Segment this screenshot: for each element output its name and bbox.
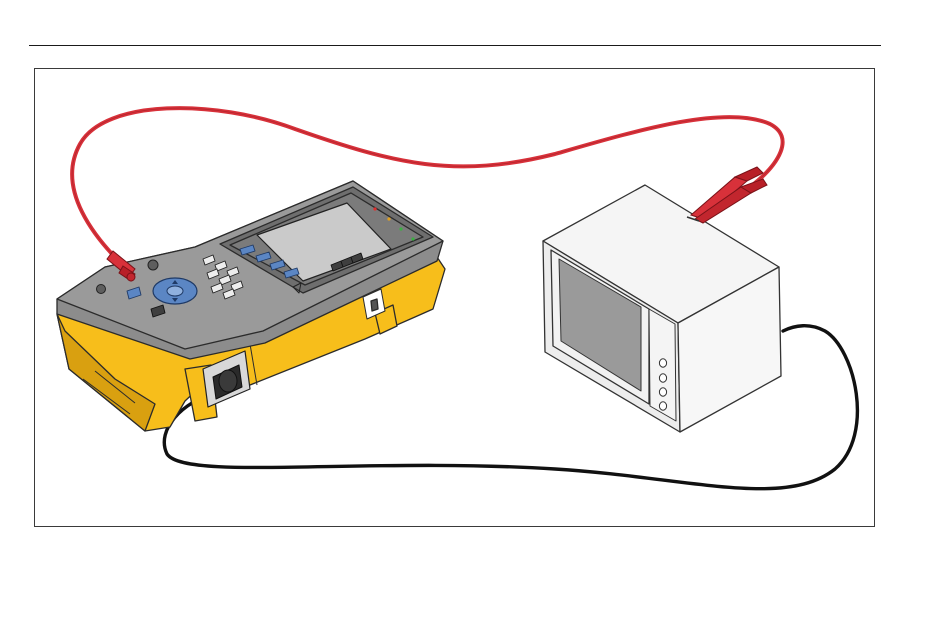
input-jack-icon — [148, 260, 158, 270]
led-amber-icon — [387, 217, 390, 220]
input-jack-icon-2 — [97, 285, 106, 294]
monitor-knob-2 — [659, 374, 666, 382]
led-green-icon — [399, 227, 402, 230]
connection-diagram — [35, 69, 876, 528]
monitor-knob-1 — [659, 359, 666, 367]
safety-analyzer — [57, 181, 445, 431]
alligator-clip — [687, 167, 767, 223]
navigation-pad — [153, 278, 197, 304]
monitor-knob-4 — [659, 402, 666, 410]
crt-monitor — [543, 185, 781, 432]
page-header-rule — [29, 45, 881, 46]
figure-frame — [34, 68, 875, 527]
led-red-icon — [373, 207, 376, 210]
led-green-icon-2 — [411, 237, 414, 240]
monitor-knob-3 — [659, 388, 666, 396]
